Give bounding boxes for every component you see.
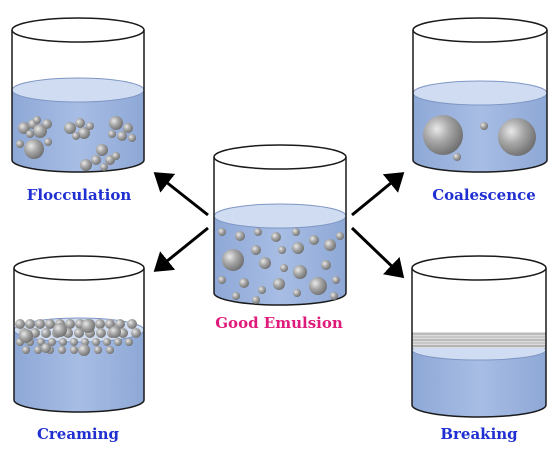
beaker-good-emulsion [213, 144, 347, 306]
creamed-droplet [70, 338, 78, 346]
creamed-droplet [74, 328, 84, 338]
creamed-droplet [19, 329, 33, 343]
creamed-droplet [41, 328, 51, 338]
label-good-emulsion: Good Emulsion [215, 314, 343, 332]
creamed-droplet [35, 319, 45, 329]
creamed-droplet [78, 344, 90, 356]
beaker-flocculation [11, 17, 145, 173]
creamed-droplet [70, 346, 78, 354]
separated-oil-layer [412, 332, 546, 348]
droplets-dispersed [218, 228, 344, 304]
creamed-droplet [15, 319, 25, 329]
creamed-droplet [115, 319, 125, 329]
arrow-to-coalescence [351, 172, 405, 217]
droplets-flocculated [16, 116, 136, 171]
creamed-droplet [81, 338, 89, 346]
creamed-droplet [103, 338, 111, 346]
creamed-droplet [94, 346, 102, 354]
creamed-droplet [45, 319, 55, 329]
creamed-droplet [127, 319, 137, 329]
creamed-droplet [95, 319, 105, 329]
creamed-droplet [58, 346, 66, 354]
arrow-to-flocculation [153, 172, 209, 217]
droplets-creamed-layer [15, 319, 141, 356]
beaker-breaking [411, 255, 547, 418]
label-coalescence: Coalescence [432, 186, 536, 204]
droplets-coalesced [423, 115, 536, 161]
label-flocculation: Flocculation [26, 186, 132, 204]
creamed-droplet [41, 343, 51, 353]
creamed-droplet [34, 346, 42, 354]
creamed-droplet [92, 338, 100, 346]
creamed-droplet [105, 319, 115, 329]
creamed-droplet [96, 328, 106, 338]
creamed-droplet [131, 328, 141, 338]
creamed-droplet [114, 338, 122, 346]
creamed-droplet [48, 338, 56, 346]
arrows [153, 172, 405, 279]
creamed-droplet [65, 319, 75, 329]
label-creaming: Creaming [36, 425, 120, 443]
creamed-droplet [81, 319, 95, 333]
label-breaking: Breaking [440, 425, 518, 443]
creamed-droplet [53, 323, 67, 337]
creamed-droplet [59, 338, 67, 346]
arrow-to-breaking [350, 226, 405, 279]
creamed-droplet [109, 326, 121, 338]
beaker-coalescence [412, 17, 548, 173]
creamed-droplet [22, 346, 30, 354]
beaker-creaming [13, 255, 145, 413]
arrow-to-creaming [153, 226, 209, 272]
creamed-droplet [125, 338, 133, 346]
creamed-droplet [106, 346, 114, 354]
creamed-droplet [25, 319, 35, 329]
